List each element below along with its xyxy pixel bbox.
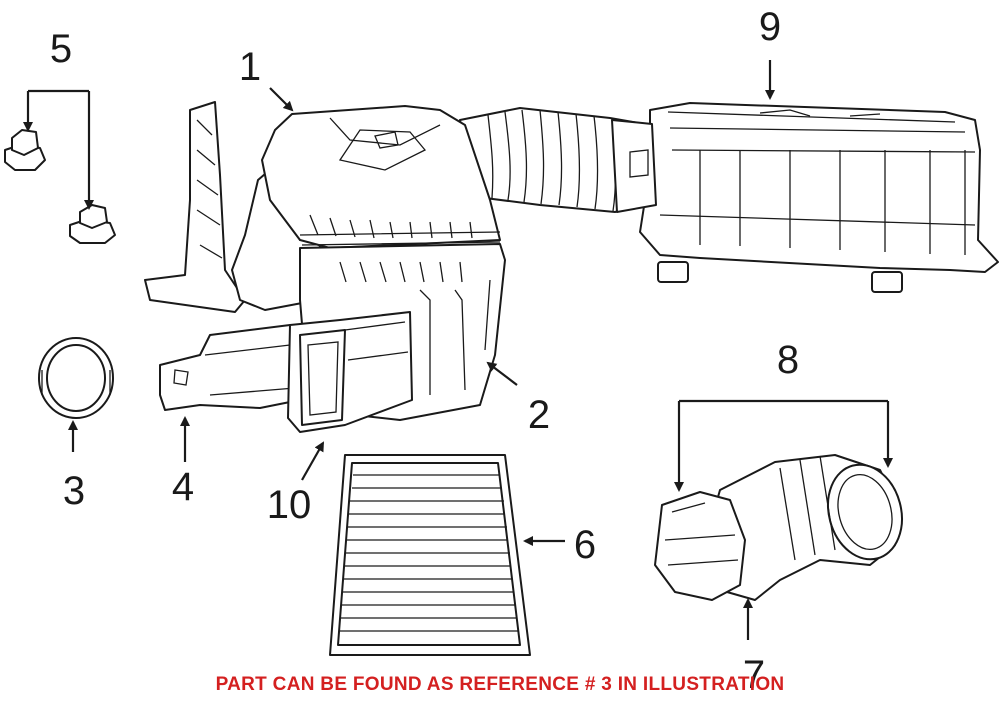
part-6-air-filter <box>329 454 531 656</box>
part-10-inlet-cover <box>287 311 413 433</box>
callout-5: 5 <box>50 27 72 71</box>
callout-1: 1 <box>239 45 261 89</box>
callout-numbers: 1 2 3 4 5 6 7 8 9 10 <box>50 5 799 697</box>
intake-hose <box>459 107 657 213</box>
callout-3: 3 <box>63 469 85 513</box>
reference-note: PART CAN BE FOUND AS REFERENCE # 3 IN IL… <box>215 674 785 695</box>
part-7-coupling-hose <box>654 454 903 601</box>
callout-4: 4 <box>172 465 194 509</box>
callout-6: 6 <box>574 523 596 567</box>
callout-8: 8 <box>777 338 799 382</box>
callout-9: 9 <box>759 5 781 49</box>
callout-10: 10 <box>267 483 312 527</box>
callout-2: 2 <box>528 393 550 437</box>
part-4-inlet-duct <box>159 324 301 411</box>
part-9-intake-duct <box>639 102 999 293</box>
leader-lines <box>23 60 893 640</box>
callout-7: 7 <box>743 653 765 697</box>
part-3-ring-seal <box>38 337 114 419</box>
part-5-nuts <box>4 129 116 244</box>
